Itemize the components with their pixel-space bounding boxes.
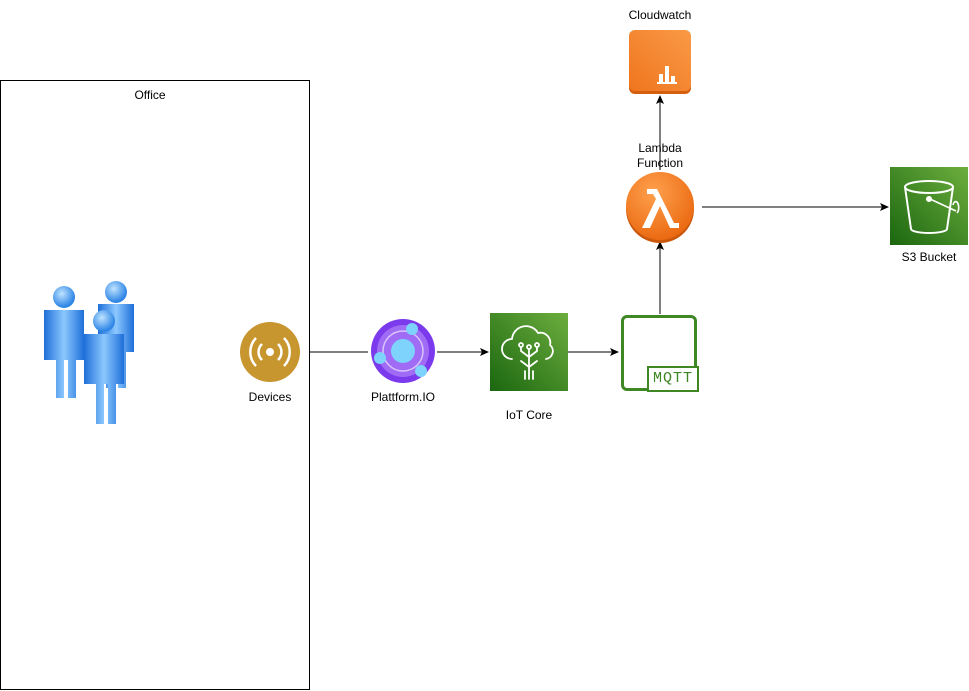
- office-container: [0, 80, 310, 690]
- lambda-icon: [626, 172, 694, 243]
- s3-label: S3 Bucket: [901, 250, 957, 264]
- platformio-label: Plattform.IO: [370, 390, 435, 404]
- lambda-label-line2: Function: [636, 156, 684, 170]
- cloudwatch-label: Cloudwatch: [628, 8, 692, 22]
- office-label: Office: [134, 88, 166, 102]
- s3-bucket-icon: [890, 167, 968, 245]
- lambda-label-line1: Lambda: [638, 141, 682, 155]
- radio-signal-icon: [240, 322, 300, 382]
- users-group-icon: [40, 280, 140, 425]
- cloudwatch-node[interactable]: [629, 30, 691, 94]
- cloudwatch-icon: [629, 30, 691, 94]
- s3-node[interactable]: [890, 167, 968, 245]
- iot-core-icon: [490, 313, 568, 391]
- platformio-icon: [371, 319, 435, 383]
- mqtt-node[interactable]: MQTT: [620, 314, 700, 392]
- iot-core-label: IoT Core: [505, 408, 553, 422]
- devices-label: Devices: [248, 390, 292, 404]
- mqtt-label: MQTT: [647, 366, 699, 392]
- lambda-node[interactable]: [625, 171, 695, 243]
- platformio-node[interactable]: [368, 318, 438, 384]
- devices-node[interactable]: [240, 322, 300, 382]
- iot-core-node[interactable]: [490, 313, 568, 391]
